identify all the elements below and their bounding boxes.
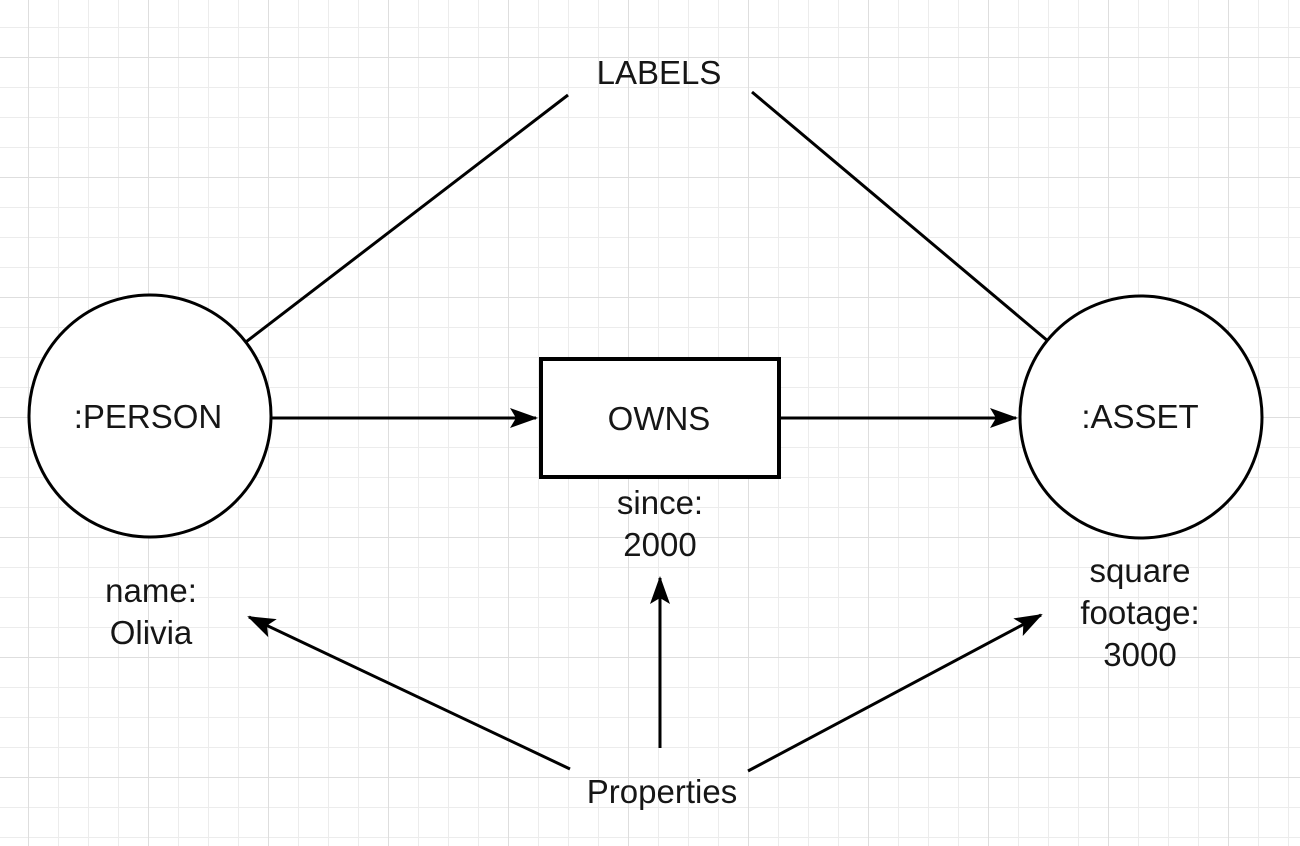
person-property-line-1: name: <box>105 572 197 609</box>
labels-caption: LABELS <box>597 54 722 91</box>
asset-property-line-3: 3000 <box>1103 636 1176 673</box>
asset-node-label: :ASSET <box>1081 398 1198 435</box>
arrow-properties-to-footage <box>747 613 1043 773</box>
asset-property-line-2: footage: <box>1080 594 1199 631</box>
properties-caption: Properties <box>587 773 737 810</box>
person-node-label: :PERSON <box>74 398 223 435</box>
asset-node-circle <box>1018 294 1264 540</box>
relationship-property-line-1: since: <box>617 484 703 521</box>
person-node-circle <box>27 293 273 539</box>
person-property-line-2: Olivia <box>110 614 193 651</box>
asset-property-line-1: square <box>1090 552 1191 589</box>
arrow-labels-to-person <box>193 93 569 383</box>
arrow-labels-to-asset <box>751 90 1101 386</box>
owns-relationship-label: OWNS <box>608 400 711 437</box>
arrow-properties-to-name <box>247 615 571 771</box>
relationship-property-line-2: 2000 <box>623 526 696 563</box>
owns-relationship-box <box>539 357 781 479</box>
